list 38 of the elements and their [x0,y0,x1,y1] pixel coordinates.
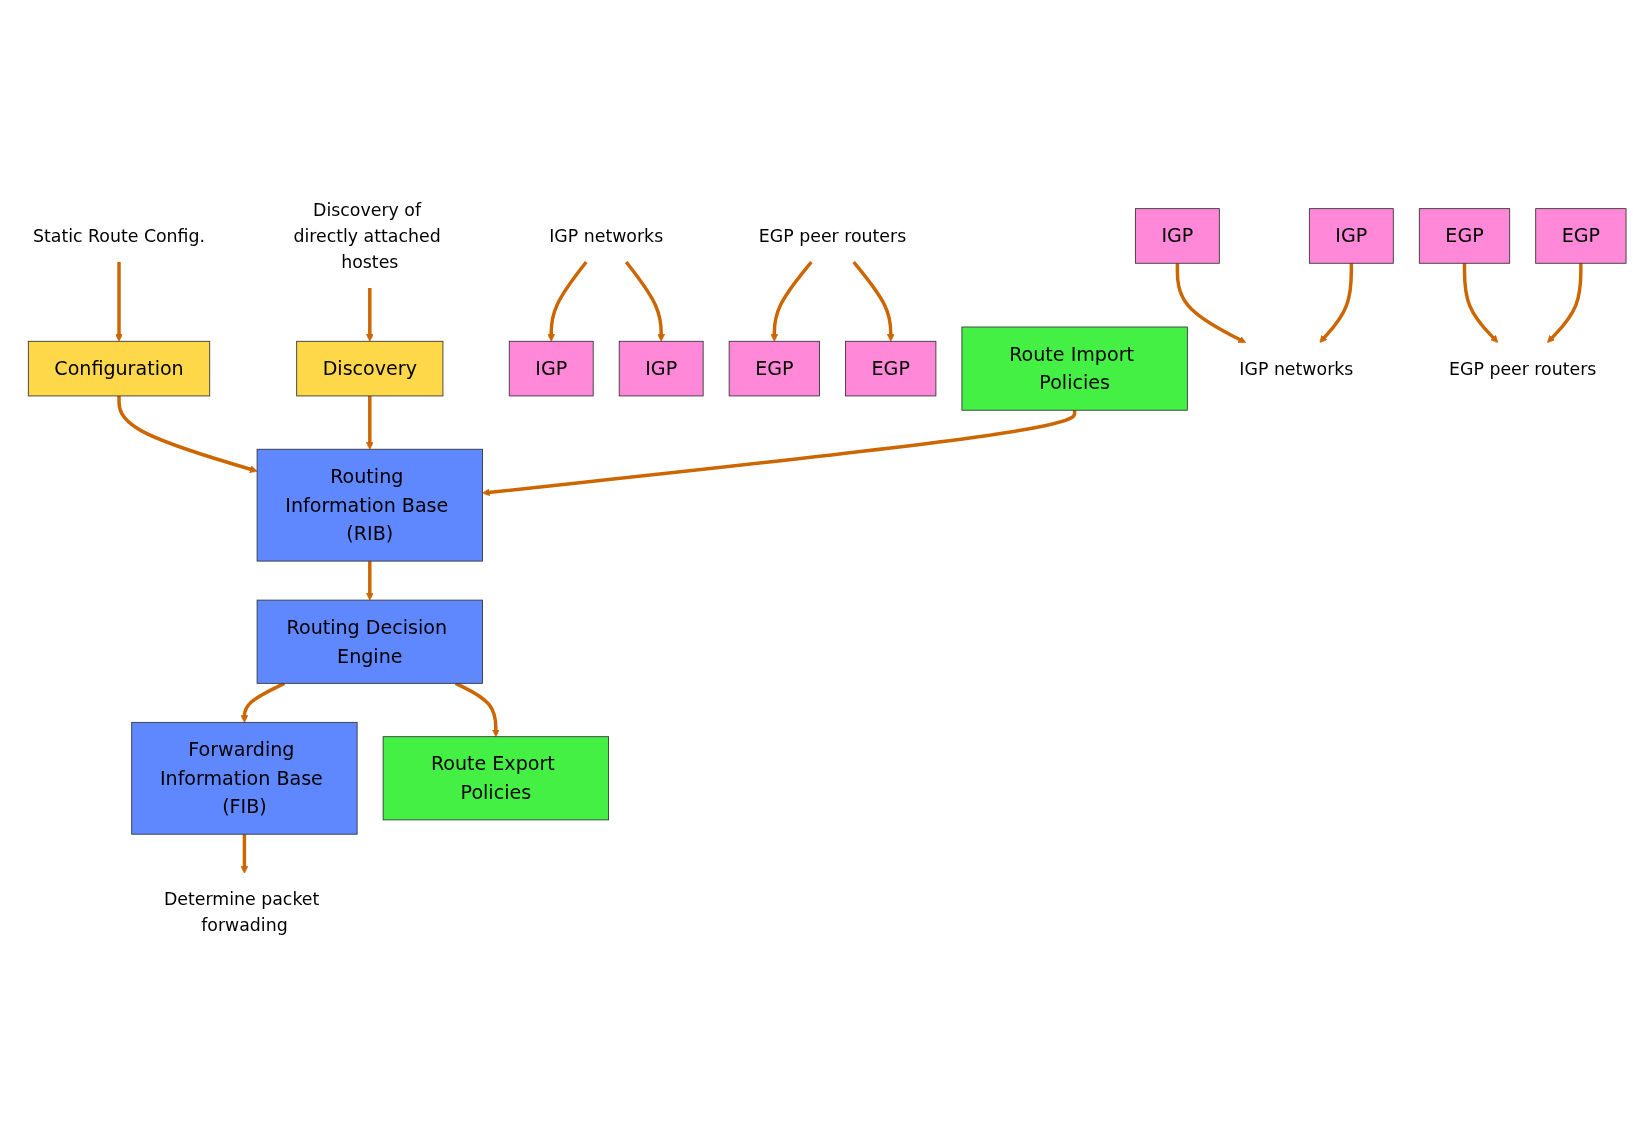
node-box: Configuration [27,341,211,397]
node-box: IGP [508,341,594,397]
arrow [1547,263,1583,344]
arrow [1462,263,1499,344]
arrow [366,561,374,601]
arrow [547,261,588,343]
node-box: EGP [728,341,820,397]
node-box: IGP [1134,208,1220,265]
node-box: IGP [1308,208,1394,265]
arrow [1175,263,1247,344]
node-box: EGP [1418,208,1511,265]
arrow [624,261,665,343]
node-box: EGP [845,341,937,397]
arrow [366,396,374,450]
node-box: Route Export Policies [382,736,609,821]
arrow [1319,263,1354,344]
arrow [366,288,374,343]
node-box: Routing Information Base (RIB) [256,449,483,562]
arrow [852,261,895,343]
node-box: IGP [618,341,704,397]
node-box: Routing Decision Engine [256,600,483,685]
node-text: EGP peer routers [1449,358,1597,380]
arrow [117,396,258,474]
arrow [240,682,286,724]
arrow [770,261,813,343]
node-text: Static Route Config. [32,225,206,247]
node-text: IGP networks [1239,358,1354,380]
node-box: Route Import Policies [961,326,1188,412]
node-text: IGP networks [549,225,664,247]
node-box: EGP [1535,208,1627,265]
node-box: Forwarding Information Base (FIB) [131,722,358,836]
node-text: Discovery of directly attached hostes [293,199,441,273]
node-text: Determine packet forwading [164,889,320,937]
arrow [482,410,1077,497]
node-text: EGP peer routers [758,225,907,247]
arrow [454,682,500,738]
node-box: Discovery [296,341,444,397]
arrow [240,834,249,874]
